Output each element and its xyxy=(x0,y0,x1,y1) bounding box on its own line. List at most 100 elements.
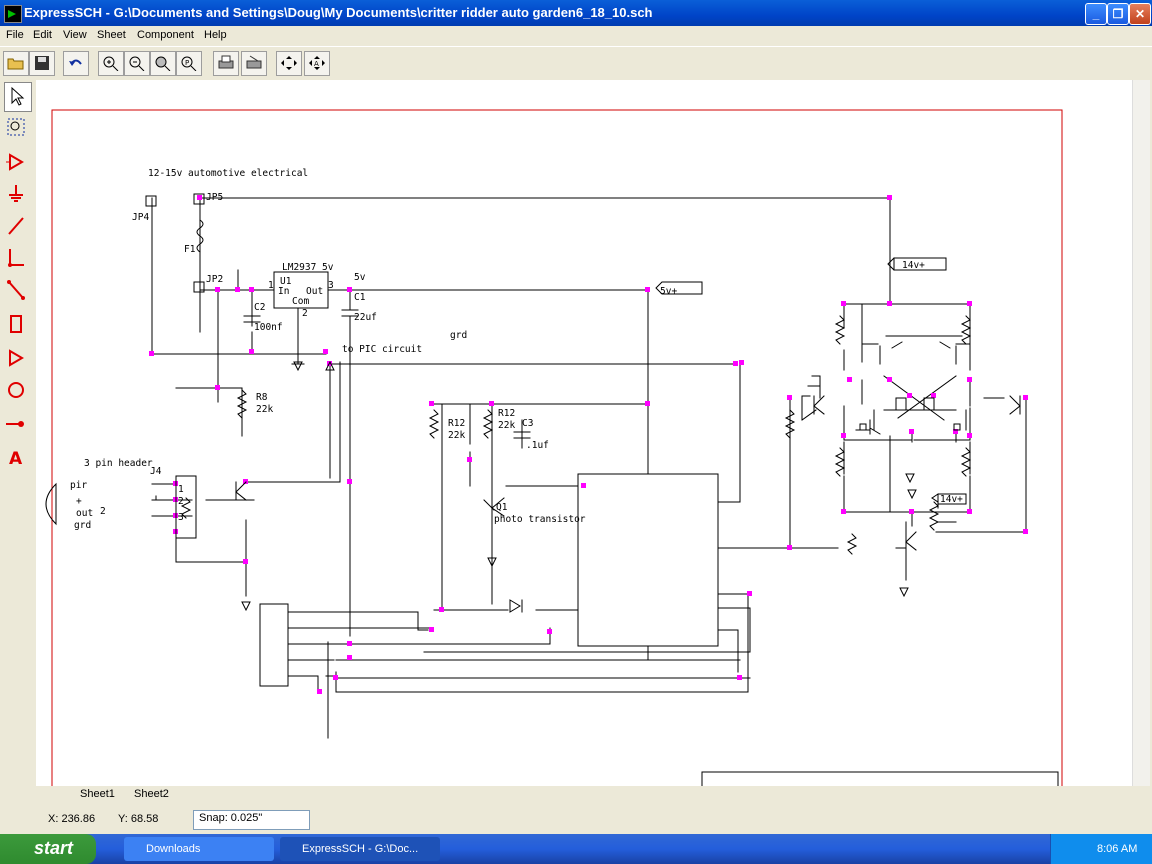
note-to-pic: to PIC circuit xyxy=(342,344,422,355)
menu-help[interactable]: Help xyxy=(204,29,227,41)
auto-route-icon[interactable]: A xyxy=(304,51,330,76)
label-two: 2 xyxy=(100,506,106,517)
label-c3: C3 xyxy=(522,418,533,429)
circle-tool-icon[interactable] xyxy=(4,376,30,404)
snap-select[interactable]: Snap: 0.025" xyxy=(193,810,310,830)
menu-bar: File Edit View Sheet Component Help xyxy=(0,26,1152,45)
label-net-14v-b: 14v+ xyxy=(940,494,963,505)
taskbar-item-downloads-label: Downloads xyxy=(146,843,201,855)
net-14v-box xyxy=(893,257,947,271)
note-power: 12-15v automotive electrical xyxy=(148,168,308,179)
menu-file[interactable]: File xyxy=(6,29,24,41)
label-grd: grd xyxy=(74,520,91,531)
label-c1: C1 xyxy=(354,292,366,303)
zoom-area-icon[interactable] xyxy=(150,51,176,76)
app-icon[interactable] xyxy=(4,5,22,23)
label-r12b-value: 22k xyxy=(498,420,515,431)
jp2-symbol xyxy=(193,281,205,293)
close-button[interactable]: ✕ xyxy=(1129,3,1151,25)
svg-text:P: P xyxy=(185,59,189,67)
d1-symbol xyxy=(509,599,523,613)
label-r12a-value: 22k xyxy=(448,430,465,441)
label-u1-com: Com xyxy=(292,296,309,307)
label-jp5: JP5 xyxy=(206,192,223,203)
toolbar: P A xyxy=(0,46,1152,79)
svg-text:A: A xyxy=(314,60,319,68)
status-y: Y: 68.58 xyxy=(118,813,159,825)
ground-tool-icon[interactable] xyxy=(4,180,30,208)
window-title: ExpressSCH - G:\Documents and Settings\D… xyxy=(24,5,653,20)
label-r12a: R12 xyxy=(448,418,465,429)
label-u1-pin3: 3 xyxy=(328,280,334,291)
tool-palette: A xyxy=(0,78,36,808)
minimize-button[interactable]: _ xyxy=(1085,3,1107,25)
part-tool-icon[interactable] xyxy=(4,310,30,338)
label-u1-pin1: 1 xyxy=(268,280,274,291)
print-icon[interactable] xyxy=(213,51,239,76)
place-component-tool-icon[interactable] xyxy=(4,148,30,176)
title-bar: ExpressSCH - G:\Documents and Settings\D… xyxy=(0,0,1152,26)
label-r8-value: 22k xyxy=(256,404,273,415)
menu-view[interactable]: View xyxy=(63,29,87,41)
u1-symbol xyxy=(273,271,329,309)
tab-strip: Sheet1 Sheet2 xyxy=(0,786,1152,806)
tab-sheet2[interactable]: Sheet2 xyxy=(134,788,169,800)
pin-tool-icon[interactable] xyxy=(4,410,30,438)
taskbar-item-expresssch[interactable]: ExpressSCH - G:\Doc... xyxy=(280,837,440,861)
zoom-select-tool-icon[interactable] xyxy=(4,114,30,142)
label-5v: 5v xyxy=(354,272,366,283)
vertical-scrollbar[interactable] xyxy=(1132,80,1150,786)
component-symbols xyxy=(45,193,1059,786)
jp5-symbol xyxy=(193,193,205,205)
svg-text:A: A xyxy=(9,449,23,469)
zoom-in-icon[interactable] xyxy=(98,51,124,76)
select-tool-icon[interactable] xyxy=(4,82,32,112)
label-net-14v: 14v+ xyxy=(902,260,925,271)
label-c2: C2 xyxy=(254,302,265,313)
fuse-symbol xyxy=(196,219,204,253)
label-pir: pir xyxy=(70,480,87,491)
note-grd: grd xyxy=(450,330,467,341)
menu-component[interactable]: Component xyxy=(137,29,194,41)
maximize-button[interactable]: ❐ xyxy=(1107,3,1129,25)
junction-dots xyxy=(149,195,1028,694)
label-u1: U1 xyxy=(280,276,292,287)
undo-icon[interactable] xyxy=(63,51,89,76)
taskbar-item-expresssch-label: ExpressSCH - G:\Doc... xyxy=(302,843,419,855)
bus-tool-icon[interactable] xyxy=(4,276,30,304)
label-photo-transistor: photo transistor xyxy=(494,514,586,525)
wire-tool-icon[interactable] xyxy=(4,212,30,240)
label-r8: R8 xyxy=(256,392,268,403)
label-c1-value: 22uf xyxy=(354,312,377,323)
snap-value: Snap: 0.025" xyxy=(199,812,263,824)
start-label: start xyxy=(34,838,74,858)
menu-sheet[interactable]: Sheet xyxy=(97,29,126,41)
schematic-canvas[interactable]: 12-15v automotive electrical JP4 JP5 JP2… xyxy=(36,80,1132,786)
label-r12b: R12 xyxy=(498,408,515,419)
start-button[interactable]: start xyxy=(0,834,96,864)
j4-pin-3: 3 xyxy=(178,512,184,523)
pan-icon[interactable] xyxy=(276,51,302,76)
label-u1-part: LM2937 5v xyxy=(282,262,334,273)
status-bar: X: 236.86 Y: 68.58 Snap: 0.025" xyxy=(0,808,1152,830)
jp4-symbol xyxy=(145,195,157,207)
label-jp4: JP4 xyxy=(132,212,149,223)
print-setup-icon[interactable] xyxy=(241,51,267,76)
open-icon[interactable] xyxy=(3,51,29,76)
label-u1-out: Out xyxy=(306,286,323,297)
note-3pin-header: 3 pin header xyxy=(84,458,153,469)
junction-tool-icon[interactable] xyxy=(4,244,30,272)
gate-tool-icon[interactable] xyxy=(4,344,30,372)
zoom-page-icon[interactable]: P xyxy=(176,51,202,76)
tab-sheet1[interactable]: Sheet1 xyxy=(80,788,115,800)
zoom-out-icon[interactable] xyxy=(124,51,150,76)
j4-pin-2: 2 xyxy=(178,496,184,507)
label-plus: + xyxy=(76,496,82,507)
sheet-border xyxy=(51,109,1063,786)
menu-edit[interactable]: Edit xyxy=(33,29,52,41)
label-out: out xyxy=(76,508,93,519)
save-icon[interactable] xyxy=(29,51,55,76)
taskbar-item-downloads[interactable]: Downloads xyxy=(124,837,274,861)
clock: 8:06 AM xyxy=(1097,843,1138,855)
text-tool-icon[interactable]: A xyxy=(4,444,30,472)
